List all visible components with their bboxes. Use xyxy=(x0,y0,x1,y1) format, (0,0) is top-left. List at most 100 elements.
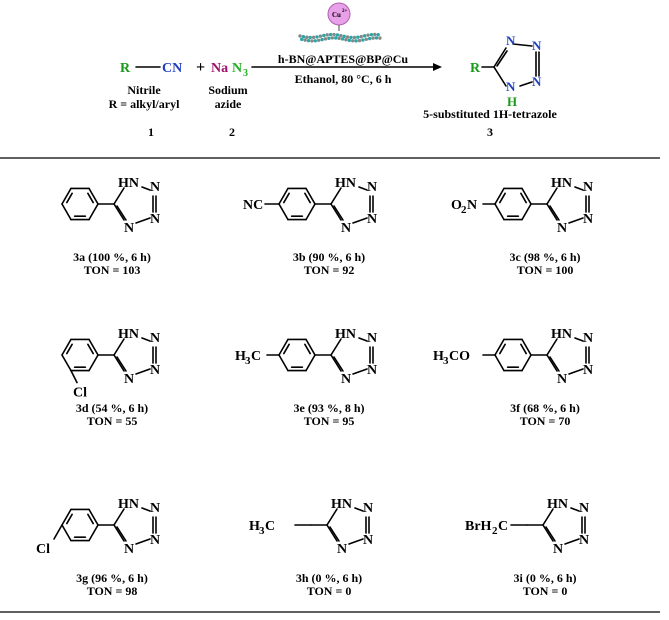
sodium-label: Na xyxy=(211,61,228,76)
tetrazole-n4-label-8: N xyxy=(553,542,563,557)
sodium-azide-name-1: Sodium xyxy=(208,83,247,97)
substituent-label-4: Cl xyxy=(73,386,87,401)
compound-ton-7: TON = 98 xyxy=(87,584,138,598)
tetrazole-n3-label-1: N xyxy=(367,212,377,227)
tetrazole-n3-label-7: N xyxy=(363,533,373,548)
nitrile-r-definition: R = alkyl/aryl xyxy=(109,97,181,111)
tetrazole-n4-label-4: N xyxy=(341,372,351,387)
tetrazole-n2-label-4: N xyxy=(367,331,377,346)
compound-label-9: 3i (0 %, 6 h) xyxy=(514,571,577,585)
tetrazole-n2-label-0: N xyxy=(150,180,160,195)
tetrazole-n3-label-8: N xyxy=(579,533,589,548)
compound-ton-9: TON = 0 xyxy=(523,584,568,598)
compound-ton-3: TON = 100 xyxy=(517,263,574,277)
substituent-subscript-6: 3 xyxy=(443,355,449,367)
compound-number-3: 3 xyxy=(487,125,493,139)
compound-ton-5: TON = 95 xyxy=(304,414,355,428)
compound-number-2: 2 xyxy=(229,125,235,139)
tetrazole-nh-label-4: HN xyxy=(335,327,356,342)
substituent-label-7: Cl xyxy=(36,542,50,557)
tetrazole-n3-label-0: N xyxy=(150,212,160,227)
substituent-label-5: H xyxy=(235,349,246,364)
reactant-nitrile: R CN Nitrile R = alkyl/aryl 1 xyxy=(109,61,183,139)
substituent-label-3: O xyxy=(451,198,462,213)
compound-label-1: 3a (100 %, 6 h) xyxy=(73,250,151,264)
substituent-label-9: BrH xyxy=(465,519,492,534)
tetrazole-n4-label-3: N xyxy=(124,372,134,387)
plus-sign: + xyxy=(196,59,205,76)
tetrazole-n2-label-1: N xyxy=(367,180,377,195)
substituent-subscript-8: 3 xyxy=(259,525,265,537)
compound-label-6: 3f (68 %, 6 h) xyxy=(510,401,580,415)
tetrazole-nh-label-0: HN xyxy=(118,176,139,191)
azide-subscript: 3 xyxy=(243,68,248,79)
compound-number-1: 1 xyxy=(148,125,154,139)
product-tetrazole: R N N N N H 5-substituted 1H-tetrazole 3 xyxy=(423,33,557,139)
substituent-subscript-3: 2 xyxy=(461,204,467,216)
substituent-tail-8: C xyxy=(265,519,275,534)
tetrazole-n4-label-6: N xyxy=(124,542,134,557)
substituent-tail-9: C xyxy=(498,519,508,534)
cu-badge-label: Cu xyxy=(332,11,341,19)
substituent-label-6: H xyxy=(433,349,444,364)
compound-ton-8: TON = 0 xyxy=(307,584,352,598)
reaction-conditions: Ethanol, 80 °C, 6 h xyxy=(295,72,392,86)
reactant-sodium-azide: Na N 3 Sodium azide 2 xyxy=(208,61,248,139)
product-name: 5-substituted 1H-tetrazole xyxy=(423,107,557,121)
compound-label-5: 3e (93 %, 8 h) xyxy=(294,401,365,415)
catalyst-graphic: Cu 2+ xyxy=(298,2,382,43)
tetrazole-nh-label-5: HN xyxy=(551,327,572,342)
azide-n-label: N xyxy=(232,61,242,76)
compound-ton-4: TON = 55 xyxy=(87,414,138,428)
tetrazole-nh-label-7: HN xyxy=(331,497,352,512)
compound-label-3: 3c (98 %, 6 h) xyxy=(510,250,581,264)
nitrile-name: Nitrile xyxy=(127,83,161,97)
tetrazole-n4-label-2: N xyxy=(557,221,567,236)
product-n-top: N xyxy=(506,33,516,48)
product-n-right-top: N xyxy=(532,38,542,53)
tetrazole-n2-label-6: N xyxy=(150,501,160,516)
tetrazole-n3-label-2: N xyxy=(583,212,593,227)
product-h: H xyxy=(507,94,517,109)
compound-label-8: 3h (0 %, 6 h) xyxy=(296,571,362,585)
support-sheet-icon xyxy=(298,32,382,43)
arrow-head-icon xyxy=(433,63,442,71)
compound-label-4: 3d (54 %, 6 h) xyxy=(76,401,148,415)
tetrazole-n3-label-4: N xyxy=(367,363,377,378)
substituent-label-2: NC xyxy=(243,198,263,213)
tetrazole-n3-label-3: N xyxy=(150,363,160,378)
compound-ton-2: TON = 92 xyxy=(304,263,355,277)
tetrazole-n3-label-5: N xyxy=(583,363,593,378)
tetrazole-n4-label-1: N xyxy=(341,221,351,236)
compound-label-7: 3g (96 %, 6 h) xyxy=(76,571,148,585)
tetrazole-n2-label-8: N xyxy=(579,501,589,516)
tetrazole-nh-label-1: HN xyxy=(335,176,356,191)
tetrazole-n4-label-5: N xyxy=(557,372,567,387)
substituent-label-8: H xyxy=(249,519,260,534)
tetrazole-nh-label-2: HN xyxy=(551,176,572,191)
tetrazole-n2-label-2: N xyxy=(583,180,593,195)
catalyst-name: h-BN@APTES@BP@Cu xyxy=(278,52,409,66)
substituent-tail-3: N xyxy=(467,198,477,213)
nitrile-cn-group: CN xyxy=(162,61,182,76)
substituent-tail-5: C xyxy=(251,349,261,364)
cu-badge-charge: 2+ xyxy=(342,9,348,14)
tetrazole-n2-label-7: N xyxy=(363,501,373,516)
substituent-subscript-9: 2 xyxy=(492,525,498,537)
tetrazole-n2-label-5: N xyxy=(583,331,593,346)
nitrile-r-group: R xyxy=(120,61,131,76)
compound-ton-6: TON = 70 xyxy=(520,414,571,428)
tetrazole-nh-label-8: HN xyxy=(547,497,568,512)
product-n-h: N xyxy=(506,79,516,94)
compound-ton-1: TON = 103 xyxy=(84,263,141,277)
